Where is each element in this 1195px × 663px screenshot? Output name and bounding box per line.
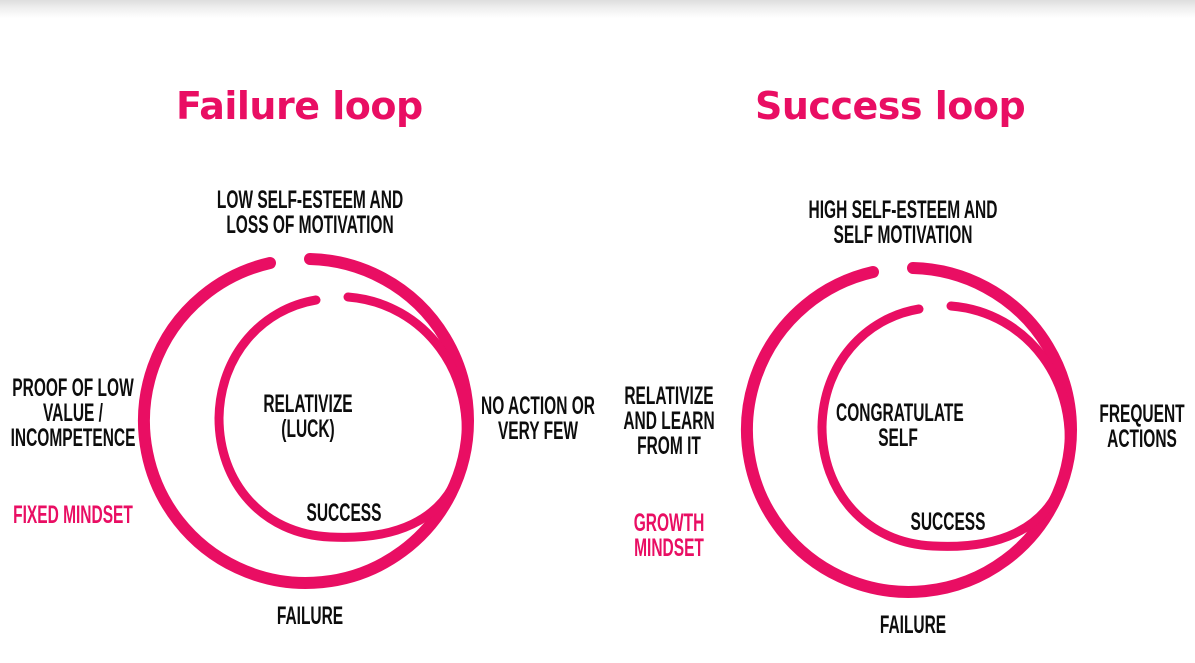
- failure-inner-spiral: [214, 292, 471, 542]
- success-inner-bottom-label: SUCCESS: [886, 510, 1010, 535]
- failure-loop-arrows: [138, 253, 474, 589]
- failure-inner-bottom-label: SUCCESS: [282, 501, 406, 526]
- label-line: FROM IT: [637, 432, 701, 460]
- label-line: CONGRATULATE: [836, 399, 964, 427]
- success-left-label: RELATIVIZE AND LEARN FROM IT: [616, 384, 721, 459]
- success-loop-arrows: [741, 262, 1077, 598]
- label-line: FIXED MINDSET: [13, 501, 133, 529]
- success-outer-loop: [741, 262, 1077, 598]
- label-line: SUCCESS: [306, 499, 382, 527]
- label-line: AND LEARN: [623, 407, 715, 435]
- success-center-label: CONGRATULATE SELF: [836, 399, 964, 452]
- label-line: FAILURE: [879, 611, 947, 639]
- label-line: LOW SELF-ESTEEM AND: [216, 186, 404, 214]
- failure-right-label: NO ACTION OR VERY FEW: [476, 394, 600, 444]
- label-line: VERY FEW: [497, 417, 579, 445]
- label-line: FAILURE: [276, 602, 344, 630]
- success-right-label: FREQUENT ACTIONS: [1080, 402, 1195, 452]
- label-line: INCOMPETENCE: [10, 424, 136, 452]
- failure-bottom-label: FAILURE: [248, 604, 372, 629]
- failure-outer-loop: [138, 253, 474, 589]
- failure-center-label: RELATIVIZE (LUCK): [246, 392, 370, 442]
- label-line: VALUE /: [42, 399, 103, 427]
- top-shadow: [0, 0, 1195, 18]
- label-line: MINDSET: [634, 534, 704, 562]
- failure-loop-title: Failure loop: [176, 84, 423, 128]
- success-inner-spiral: [817, 301, 1074, 551]
- label-line: HIGH SELF-ESTEEM AND: [808, 196, 998, 224]
- success-bottom-label: FAILURE: [851, 613, 975, 638]
- success-top-label: HIGH SELF-ESTEEM AND SELF MOTIVATION: [804, 198, 1002, 248]
- label-line: ACTIONS: [1107, 425, 1177, 453]
- label-line: LOSS OF MOTIVATION: [226, 211, 394, 239]
- label-line: NO ACTION OR: [481, 392, 595, 420]
- failure-left-label: PROOF OF LOW VALUE / INCOMPETENCE: [0, 376, 152, 451]
- label-line: GROWTH: [633, 509, 705, 537]
- label-line: (LUCK): [281, 415, 335, 443]
- label-line: RELATIVIZE: [624, 382, 714, 410]
- growth-mindset-label: GROWTH MINDSET: [616, 511, 721, 561]
- failure-top-label: LOW SELF-ESTEEM AND LOSS OF MOTIVATION: [211, 188, 409, 238]
- label-line: SUCCESS: [910, 508, 986, 536]
- label-line: SELF MOTIVATION: [833, 221, 973, 249]
- label-line: SELF: [878, 424, 918, 452]
- label-line: FREQUENT: [1099, 400, 1185, 428]
- label-line: PROOF OF LOW: [12, 374, 134, 402]
- label-line: RELATIVIZE: [263, 390, 353, 418]
- fixed-mindset-label: FIXED MINDSET: [0, 503, 151, 528]
- success-loop-title: Success loop: [755, 84, 1026, 128]
